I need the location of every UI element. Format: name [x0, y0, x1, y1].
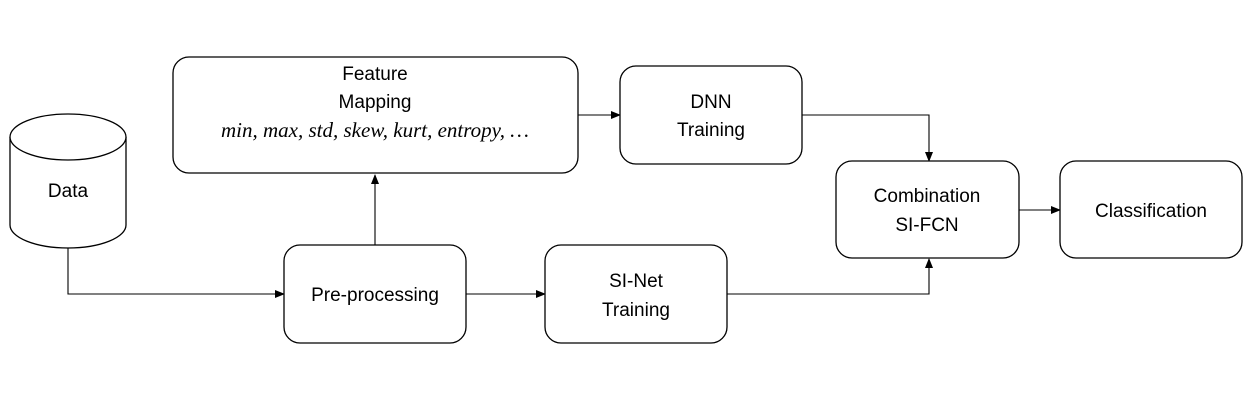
dnn-training-line2: Training: [677, 120, 745, 141]
classification-label: Classification: [1095, 201, 1207, 222]
edge-dnn-to-combination: [802, 114, 933, 162]
feature-mapping-line2: Mapping: [339, 92, 412, 113]
feature-mapping-formula: min, max, std, skew, kurt, entropy, …: [221, 118, 529, 142]
preprocessing-box: Pre-processing: [283, 244, 467, 344]
feature-mapping-line1: Feature: [342, 64, 407, 85]
preprocessing-label: Pre-processing: [311, 285, 439, 306]
combination-line2: SI-FCN: [895, 215, 958, 236]
combination-line1: Combination: [874, 186, 981, 207]
edge-sinet-to-combination: [727, 258, 933, 295]
classification-box: Classification: [1059, 160, 1243, 259]
edge-data-to-preprocessing: [67, 248, 285, 298]
dnn-training-box: DNN Training: [619, 65, 803, 165]
data-cylinder: Data: [9, 113, 127, 249]
sinet-training-box: SI-Net Training: [544, 244, 728, 344]
data-label: Data: [48, 181, 89, 202]
sinet-training-line2: Training: [602, 300, 670, 321]
feature-mapping-box: Feature Mapping min, max, std, skew, kur…: [172, 56, 579, 174]
sinet-training-line1: SI-Net: [609, 271, 664, 292]
dnn-training-line1: DNN: [690, 92, 731, 113]
combination-box: Combination SI-FCN: [835, 160, 1020, 259]
